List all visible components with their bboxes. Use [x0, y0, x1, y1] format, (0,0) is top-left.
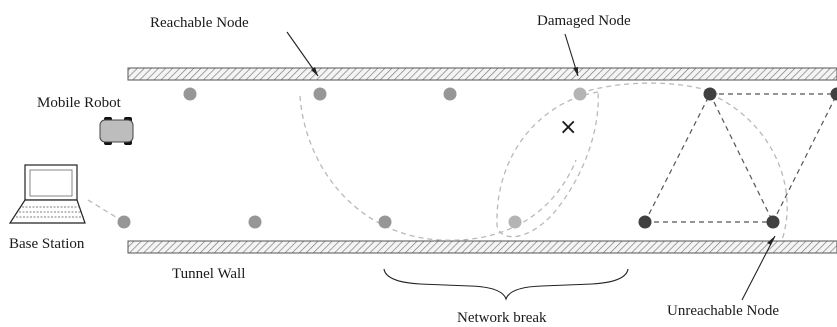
link-n11-n6	[709, 93, 774, 223]
sensor-nodes	[117, 87, 837, 229]
node-reachable	[248, 215, 262, 229]
node-unreachable	[638, 215, 652, 229]
node-unreachable	[830, 87, 837, 101]
base-station-label: Base Station	[9, 236, 85, 252]
link-n5-n11	[644, 93, 711, 223]
node-damaged	[508, 215, 522, 229]
node-unreachable	[703, 87, 717, 101]
tunnel-wall-top	[127, 67, 837, 81]
link-base-station	[87, 199, 125, 223]
tunnel-wall-label: Tunnel Wall	[172, 266, 245, 282]
node-unreachable	[766, 215, 780, 229]
unreachable-node-arrow	[741, 235, 776, 301]
mobile-robot-icon	[99, 117, 134, 145]
damage-mark: ×	[559, 115, 577, 140]
node-damaged	[573, 87, 587, 101]
link-arc-reachable	[299, 95, 577, 241]
node-reachable	[183, 87, 197, 101]
reachable-node-label: Reachable Node	[150, 15, 249, 31]
network-break-brace	[383, 268, 629, 301]
link-arc-right	[709, 93, 788, 241]
tunnel-wall-bottom	[127, 240, 837, 254]
laptop-icon	[8, 164, 86, 224]
unreachable-node-label: Unreachable Node	[667, 303, 779, 319]
network-break-label: Network break	[457, 310, 547, 326]
mobile-robot-label: Mobile Robot	[37, 95, 122, 111]
link-n6-n12	[772, 93, 837, 223]
link-ellipse-damaged	[496, 91, 599, 238]
node-reachable	[443, 87, 457, 101]
link-arc-upper	[579, 82, 721, 96]
node-reachable	[378, 215, 392, 229]
node-reachable	[117, 215, 131, 229]
node-reachable	[313, 87, 327, 101]
damaged-node-label: Damaged Node	[537, 13, 631, 29]
